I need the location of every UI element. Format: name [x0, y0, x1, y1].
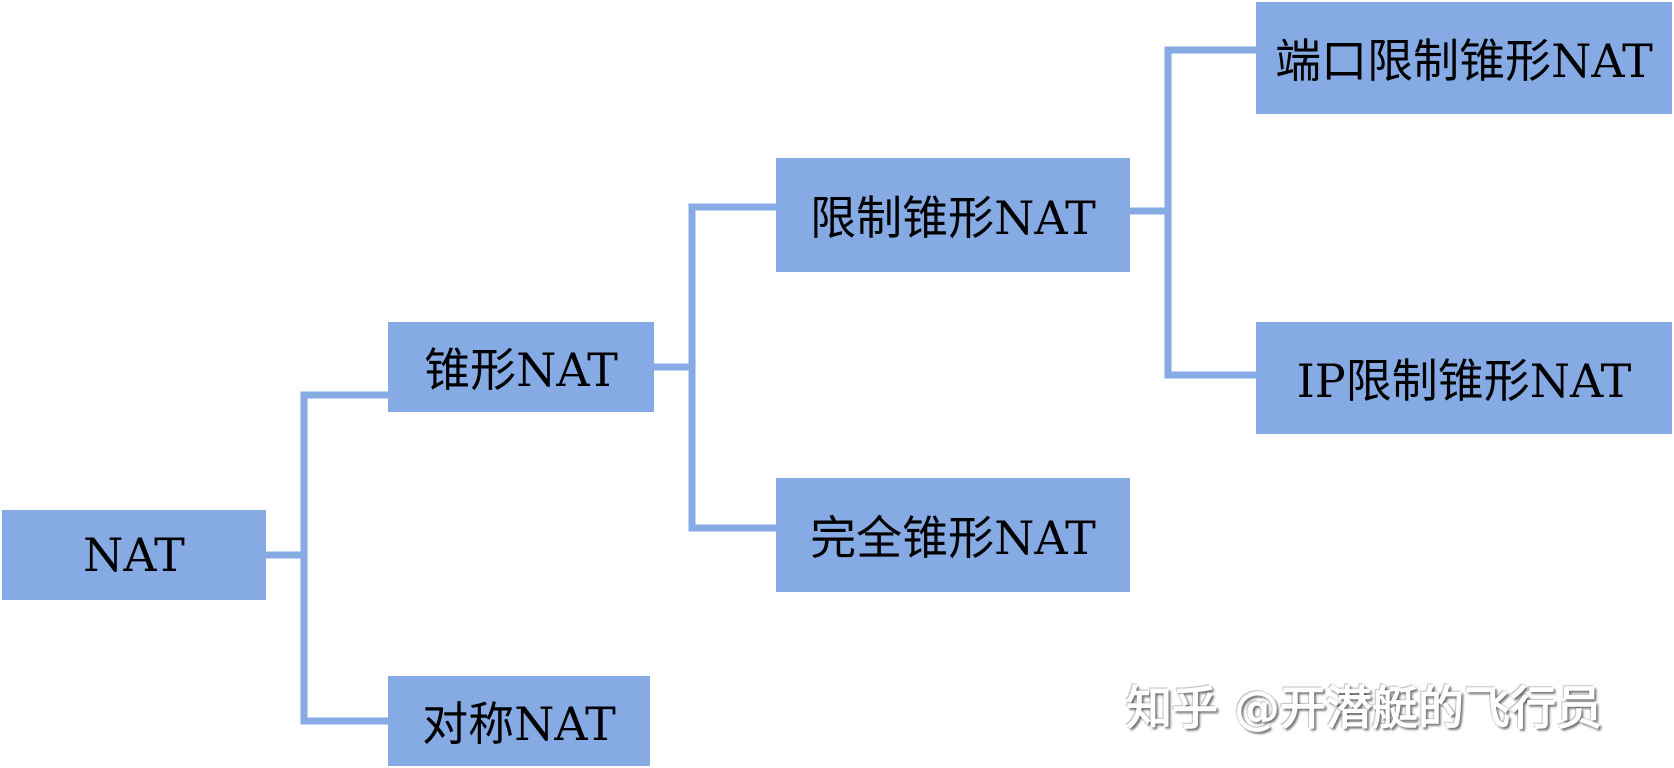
node-full-cone-nat-label: 完全锥形NAT — [810, 511, 1096, 565]
node-cone-nat: 锥形NAT — [388, 322, 654, 412]
node-symmetric-nat: 对称NAT — [388, 676, 650, 766]
node-restricted-cone-nat-label: 限制锥形NAT — [810, 191, 1096, 245]
node-symmetric-nat-label: 对称NAT — [422, 697, 616, 751]
node-ip-restricted-cone-nat: IP限制锥形NAT — [1256, 322, 1672, 434]
node-ip-restricted-cone-nat-label: IP限制锥形NAT — [1296, 354, 1632, 408]
node-full-cone-nat: 完全锥形NAT — [776, 478, 1130, 592]
node-restricted-cone-nat: 限制锥形NAT — [776, 158, 1130, 272]
node-nat: NAT — [2, 510, 266, 600]
node-nat-label: NAT — [83, 528, 185, 582]
node-port-restricted-cone-nat-label: 端口限制锥形NAT — [1275, 34, 1653, 88]
watermark: 知乎 @开潜艇的飞行员 — [1126, 681, 1603, 735]
node-cone-nat-label: 锥形NAT — [424, 343, 618, 397]
node-port-restricted-cone-nat: 端口限制锥形NAT — [1256, 2, 1672, 114]
